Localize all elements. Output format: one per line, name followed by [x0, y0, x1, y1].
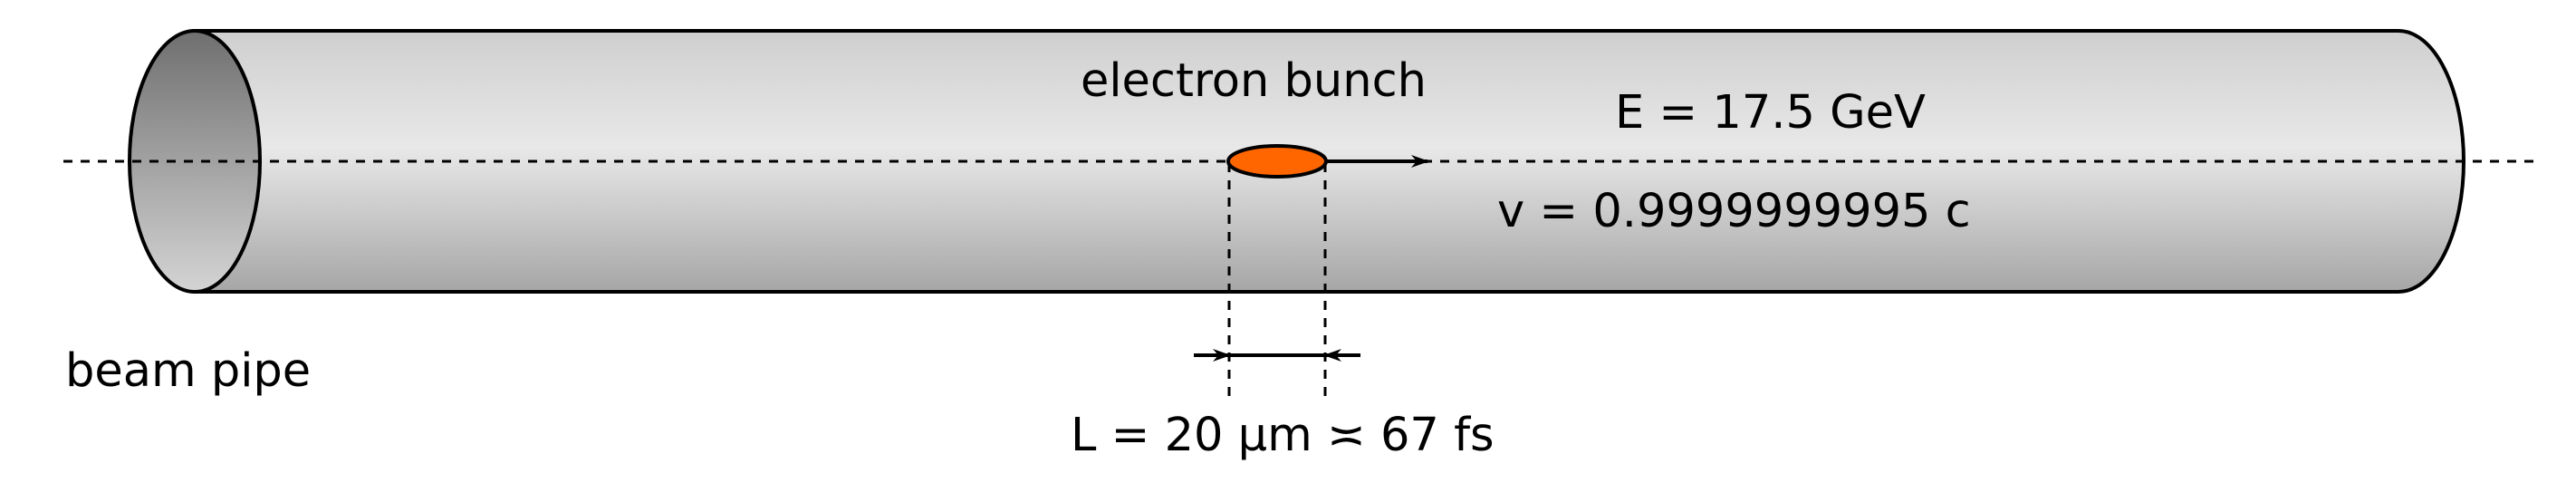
electron-bunch-label: electron bunch	[1081, 54, 1427, 108]
velocity-label: v = 0.9999999995 c	[1497, 185, 1971, 238]
energy-label: E = 17.5 GeV	[1615, 86, 1926, 140]
length-label: L = 20 µm ≍ 67 fs	[1071, 409, 1495, 462]
beam-pipe-label: beam pipe	[65, 344, 311, 398]
electron-bunch	[1226, 144, 1328, 179]
